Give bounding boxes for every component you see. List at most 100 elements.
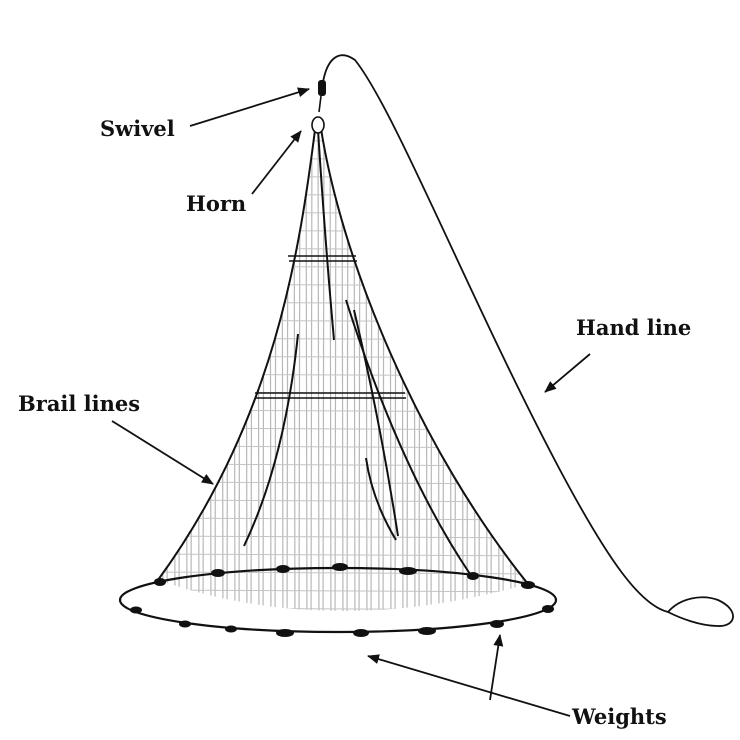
swivel-arrow [189,87,310,127]
brail-lines-arrow [111,420,214,485]
mesh-strand [406,122,409,612]
mesh-strand [238,122,241,612]
mesh-strand [158,409,528,413]
weight [467,572,479,580]
net-left-edge [157,121,317,581]
mesh-strand [158,535,528,539]
mesh-strand [485,122,488,612]
weight [154,578,166,586]
mesh-strand [158,553,528,557]
mesh-strand [158,373,528,377]
mesh-strand [245,122,248,612]
weights-arrow-up [489,634,504,701]
weights [130,563,554,637]
mesh-strand [158,445,528,449]
mesh-strand [178,122,181,612]
mesh-strand [158,319,528,323]
weight [225,625,237,633]
mesh-strand [526,122,528,612]
weight [276,565,290,573]
mesh-strand [257,122,260,612]
mesh-strand [233,122,236,612]
net-mesh [150,110,535,640]
swivel-part [318,80,326,96]
mesh-strand [197,122,200,612]
mesh-strand [158,175,528,179]
mesh-strand [209,122,212,612]
mesh-strand [497,122,500,612]
mesh-strand [221,122,224,612]
mesh-strand [449,122,452,612]
weight [542,605,554,613]
label-swivel: Swivel [100,116,175,141]
mesh-strand [473,122,476,612]
mesh-strand [158,427,528,431]
mesh-strand [401,122,404,612]
mesh-strand [502,122,505,612]
mesh-strand [490,122,493,612]
mesh-strand [478,122,481,612]
mesh-strand [161,122,164,612]
mesh-strand [413,122,416,612]
mesh-strand [158,139,528,143]
label-horn: Horn [186,191,246,216]
weight [490,620,504,628]
mesh-strand [454,122,457,612]
mesh-strand [158,481,528,485]
weight [418,627,436,635]
mesh-strand [514,122,517,612]
mesh-strand [226,122,229,612]
mesh-strand [202,122,205,612]
horn-arrow [251,130,302,195]
mesh-strand [534,110,535,640]
mesh-strand [155,110,156,640]
mesh-strand [521,122,524,612]
mesh-strand [185,122,188,612]
weights-arrow-left [367,654,571,717]
horn-part [311,116,325,134]
mesh-strand [442,122,445,612]
swivel-link [318,95,322,113]
weight [399,567,417,575]
weight [332,563,348,571]
mesh-strand [425,122,428,612]
mesh-strand [250,122,253,612]
mesh-strand [158,463,528,467]
weight [521,581,535,589]
label-brail-lines: Brail lines [18,391,140,416]
net-right-edge [319,121,529,585]
mesh-strand [158,301,528,305]
hand-line [322,54,734,627]
label-weights: Weights [571,704,667,729]
mesh-strand [166,122,169,612]
mesh-strand [158,589,528,593]
weight [211,569,225,577]
mesh-strand [150,110,151,640]
mesh-strand [466,122,469,612]
weight [130,606,142,614]
mesh-strand [418,122,421,612]
mesh-strand [158,157,528,161]
label-hand-line: Hand line [576,315,691,340]
mesh-strand [430,122,433,612]
brail-lines [243,129,471,575]
mesh-strand [158,265,528,269]
weight [353,629,369,637]
mesh-strand [158,229,528,233]
mesh-strand [158,607,528,611]
mesh-strand [190,122,193,612]
weight [179,620,191,628]
mesh-strand [437,122,440,612]
mesh-strand [214,122,217,612]
mesh-strand [158,355,528,359]
mesh-strand [158,283,528,287]
mesh-strand [158,571,528,575]
mesh-strand [158,499,528,503]
mesh-strand [173,122,176,612]
label-pointers [111,87,591,717]
hand-line-arrow [544,353,591,393]
weight [276,629,294,637]
net-band-upper [288,255,357,262]
